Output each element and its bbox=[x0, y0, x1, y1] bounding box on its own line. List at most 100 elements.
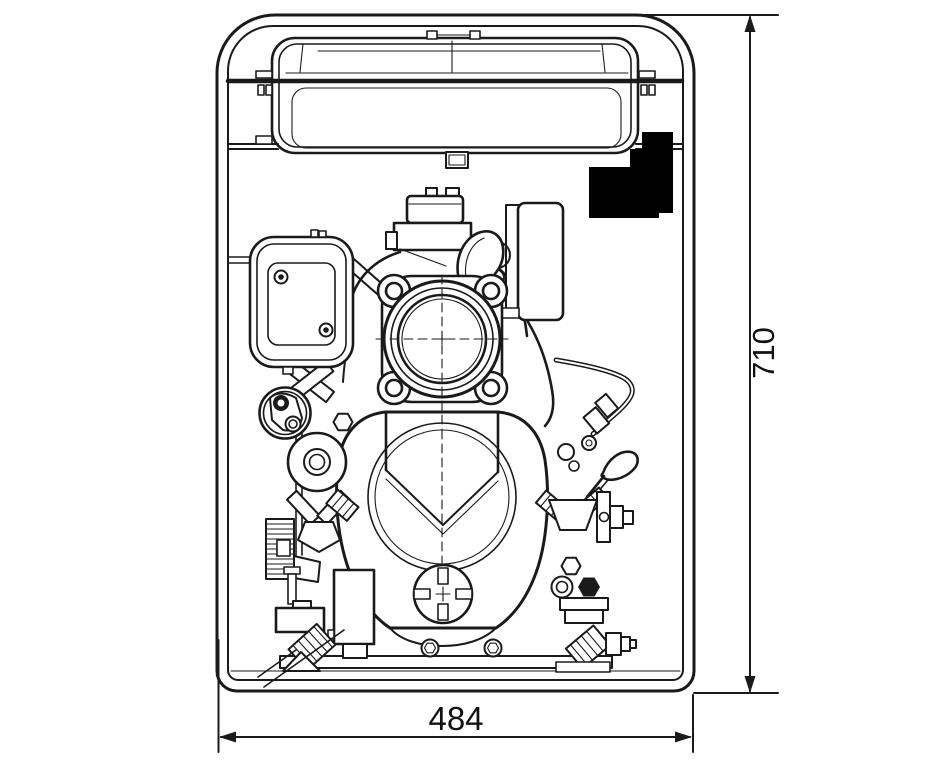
fuel-pipe-inner bbox=[555, 359, 634, 435]
mount-rod bbox=[263, 629, 345, 688]
arrow-right-icon bbox=[675, 731, 692, 743]
right-bolt-collar bbox=[620, 636, 631, 652]
pin-cap bbox=[283, 566, 301, 575]
bar-clamp bbox=[255, 135, 273, 145]
pump-cam bbox=[557, 443, 575, 461]
tank-face-panel bbox=[291, 87, 622, 149]
tank-outlet bbox=[445, 151, 469, 169]
arrow-up-icon bbox=[744, 15, 756, 32]
right-bolt-washer bbox=[605, 632, 622, 656]
fuel-tank-outline bbox=[270, 36, 640, 155]
tank-seam bbox=[601, 43, 606, 73]
clamp-nut bbox=[648, 84, 656, 96]
base-bolt-hex bbox=[486, 642, 500, 654]
clamp-nut bbox=[265, 84, 273, 96]
filter-bolt-inner bbox=[288, 419, 298, 429]
rocker-cover bbox=[405, 194, 465, 225]
filter-bolt bbox=[284, 415, 302, 433]
throttle-lever bbox=[600, 450, 639, 482]
cylinder-head bbox=[385, 187, 473, 267]
banjo-hole bbox=[585, 439, 593, 447]
plate-slot bbox=[437, 567, 449, 585]
frame-outer-tube bbox=[215, 13, 696, 693]
tank-seam bbox=[299, 43, 304, 73]
head-side-boss bbox=[385, 231, 398, 250]
pto-boss-inner bbox=[303, 448, 331, 476]
tank-outlet-inner bbox=[448, 154, 466, 166]
hex-nut bbox=[560, 556, 582, 576]
bolt-hole bbox=[384, 281, 404, 301]
tank-cap-tab bbox=[426, 30, 438, 40]
base-bolt bbox=[420, 638, 440, 658]
left-accessories bbox=[228, 256, 391, 688]
plate-slot bbox=[413, 588, 431, 600]
pump-pivot bbox=[568, 460, 580, 472]
pipe-fitting bbox=[594, 392, 620, 419]
v-contour2 bbox=[385, 478, 499, 535]
knurl-tab bbox=[276, 539, 291, 557]
banjo-fitting bbox=[581, 435, 597, 451]
ring-bolt bbox=[550, 575, 574, 599]
engine-right-edge bbox=[526, 320, 555, 428]
v-contour bbox=[385, 469, 499, 526]
dimension-height: 710 bbox=[619, 14, 781, 694]
canister-body bbox=[516, 201, 565, 322]
pump-bracket2 bbox=[564, 609, 604, 624]
rubber-mount-right bbox=[564, 624, 612, 670]
mount-rod bbox=[257, 649, 297, 678]
ring-bolt-inner bbox=[555, 580, 569, 594]
fuel-tank-inner-line bbox=[278, 43, 632, 148]
plate-slot bbox=[437, 603, 449, 621]
clamp-nut bbox=[257, 84, 265, 96]
filter-box-inner bbox=[256, 243, 347, 361]
head-contour bbox=[399, 248, 447, 267]
tank-mount-bars bbox=[225, 70, 685, 150]
hex-nut-dark bbox=[578, 577, 600, 597]
filter-box-tab bbox=[318, 230, 327, 238]
fuel-pipe bbox=[553, 357, 635, 451]
canister bbox=[501, 201, 565, 322]
pump-flange bbox=[375, 273, 509, 569]
pin bbox=[287, 573, 297, 605]
clamp-nut bbox=[640, 84, 648, 96]
filter-box-bolt-dot bbox=[278, 274, 284, 280]
side-bolt-washer bbox=[609, 505, 624, 529]
mount-trapezoid bbox=[548, 499, 598, 531]
bolt-hole bbox=[384, 378, 404, 398]
pto-boss-hub bbox=[308, 453, 326, 471]
engine bbox=[228, 187, 681, 688]
carry-frame bbox=[215, 13, 696, 693]
head-block bbox=[392, 221, 473, 252]
column-base bbox=[342, 643, 368, 659]
width-dim-label: 484 bbox=[428, 700, 483, 737]
filter-box-outline bbox=[248, 235, 355, 369]
frame-inner-tube bbox=[227, 25, 684, 681]
foot-plate bbox=[555, 661, 611, 673]
bolt-hole bbox=[481, 378, 501, 398]
right-accessories bbox=[325, 443, 639, 673]
right-bolt-tip bbox=[629, 639, 637, 649]
tank-cap-tab bbox=[469, 30, 481, 40]
filter-bolt-hole bbox=[277, 399, 285, 407]
arrow-left-icon bbox=[219, 731, 236, 743]
filter-box-panel bbox=[267, 262, 336, 346]
bolt-hole bbox=[481, 281, 501, 301]
height-dim-label: 710 bbox=[746, 327, 781, 379]
redacted-region bbox=[589, 132, 673, 218]
oil-filter-ring-inner bbox=[262, 390, 308, 436]
v-strap-boss bbox=[297, 521, 341, 553]
filter-box-tab bbox=[310, 229, 319, 238]
air-filter-box bbox=[248, 229, 355, 375]
dimension-width: 484 bbox=[217, 639, 694, 753]
canister-foot bbox=[501, 307, 520, 319]
pump-bracket bbox=[559, 597, 609, 611]
hex-nut bbox=[332, 412, 354, 432]
pto-boss bbox=[286, 431, 348, 493]
bar-clamp bbox=[255, 70, 273, 79]
base-bolt bbox=[483, 638, 503, 658]
pipe-fitting bbox=[582, 406, 611, 435]
side-bolt-head bbox=[622, 510, 634, 525]
plate-bolt bbox=[598, 511, 610, 523]
case-skirt bbox=[389, 627, 497, 647]
